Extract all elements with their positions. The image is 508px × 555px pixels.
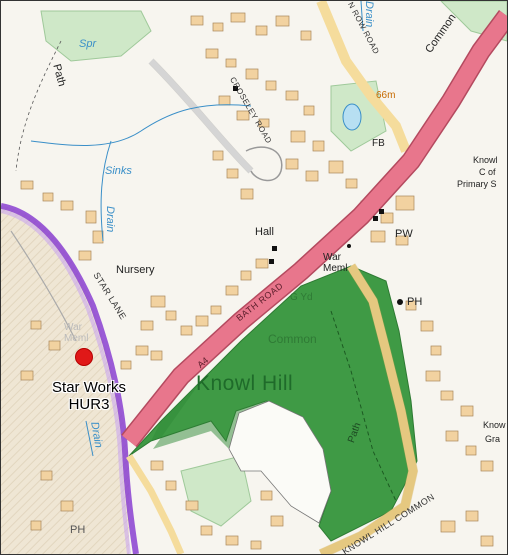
boundary-halo — [1, 209, 131, 554]
left-settlement-area — [1, 206, 129, 554]
knowl-hill-common-road-edge — [318, 263, 419, 554]
footbridge-label: FB — [372, 138, 385, 149]
spring-label: Spr — [79, 38, 97, 50]
drain-top-stream — [360, 1, 364, 32]
star-lane-edge — [10, 230, 77, 342]
clearing — [228, 400, 332, 524]
school-label-line3: Primary S — [457, 179, 497, 189]
graveyard-label: G Yd — [290, 292, 313, 303]
common-label: Common — [268, 332, 317, 346]
road-bottom-left — [126, 454, 185, 554]
woodland-top — [40, 10, 152, 62]
drain-bottom-stream — [85, 420, 94, 457]
common-shade — [151, 381, 321, 461]
pond — [342, 103, 362, 131]
war-memorial-label: War Meml — [323, 252, 348, 274]
a4-bath-road — [122, 10, 507, 447]
sinks-label: Sinks — [105, 165, 132, 177]
common-footpath — [330, 310, 397, 502]
buildings — [20, 12, 494, 550]
school-label-line2: C of — [479, 167, 496, 177]
knowl-label-right: Know — [483, 420, 506, 430]
nursery-label: Nursery — [116, 264, 155, 276]
site-marker[interactable] — [75, 348, 93, 366]
site-ref: HUR3 — [68, 396, 110, 413]
cul-de-sac — [245, 146, 283, 182]
height-label: 66m — [376, 90, 396, 101]
knowl-hill-common-road — [319, 263, 418, 554]
site-name: Star Works — [52, 379, 126, 396]
drain-label-left: Drain — [104, 206, 116, 233]
gra-label-right: Gra — [485, 434, 501, 444]
boundary-line — [1, 203, 139, 554]
croseley-road-edge — [148, 58, 254, 174]
hall-label: Hall — [255, 226, 274, 238]
croseley-road — [148, 58, 254, 174]
school-label-line1: Knowl — [473, 155, 498, 165]
pub-label-right: PH — [407, 296, 423, 308]
sinks-stream — [30, 104, 252, 146]
point-symbols — [233, 86, 403, 305]
war-memorial-left-label: War Meml — [64, 322, 89, 344]
drain-stream — [100, 140, 112, 242]
site-label: Star Works HUR3 — [39, 379, 139, 413]
pub-label-bottom: PH — [70, 524, 86, 536]
footpath-top — [15, 40, 62, 172]
row-road — [316, 1, 411, 153]
place-name-label: Knowl Hill — [196, 372, 294, 395]
place-of-worship-label: PW — [395, 228, 413, 240]
